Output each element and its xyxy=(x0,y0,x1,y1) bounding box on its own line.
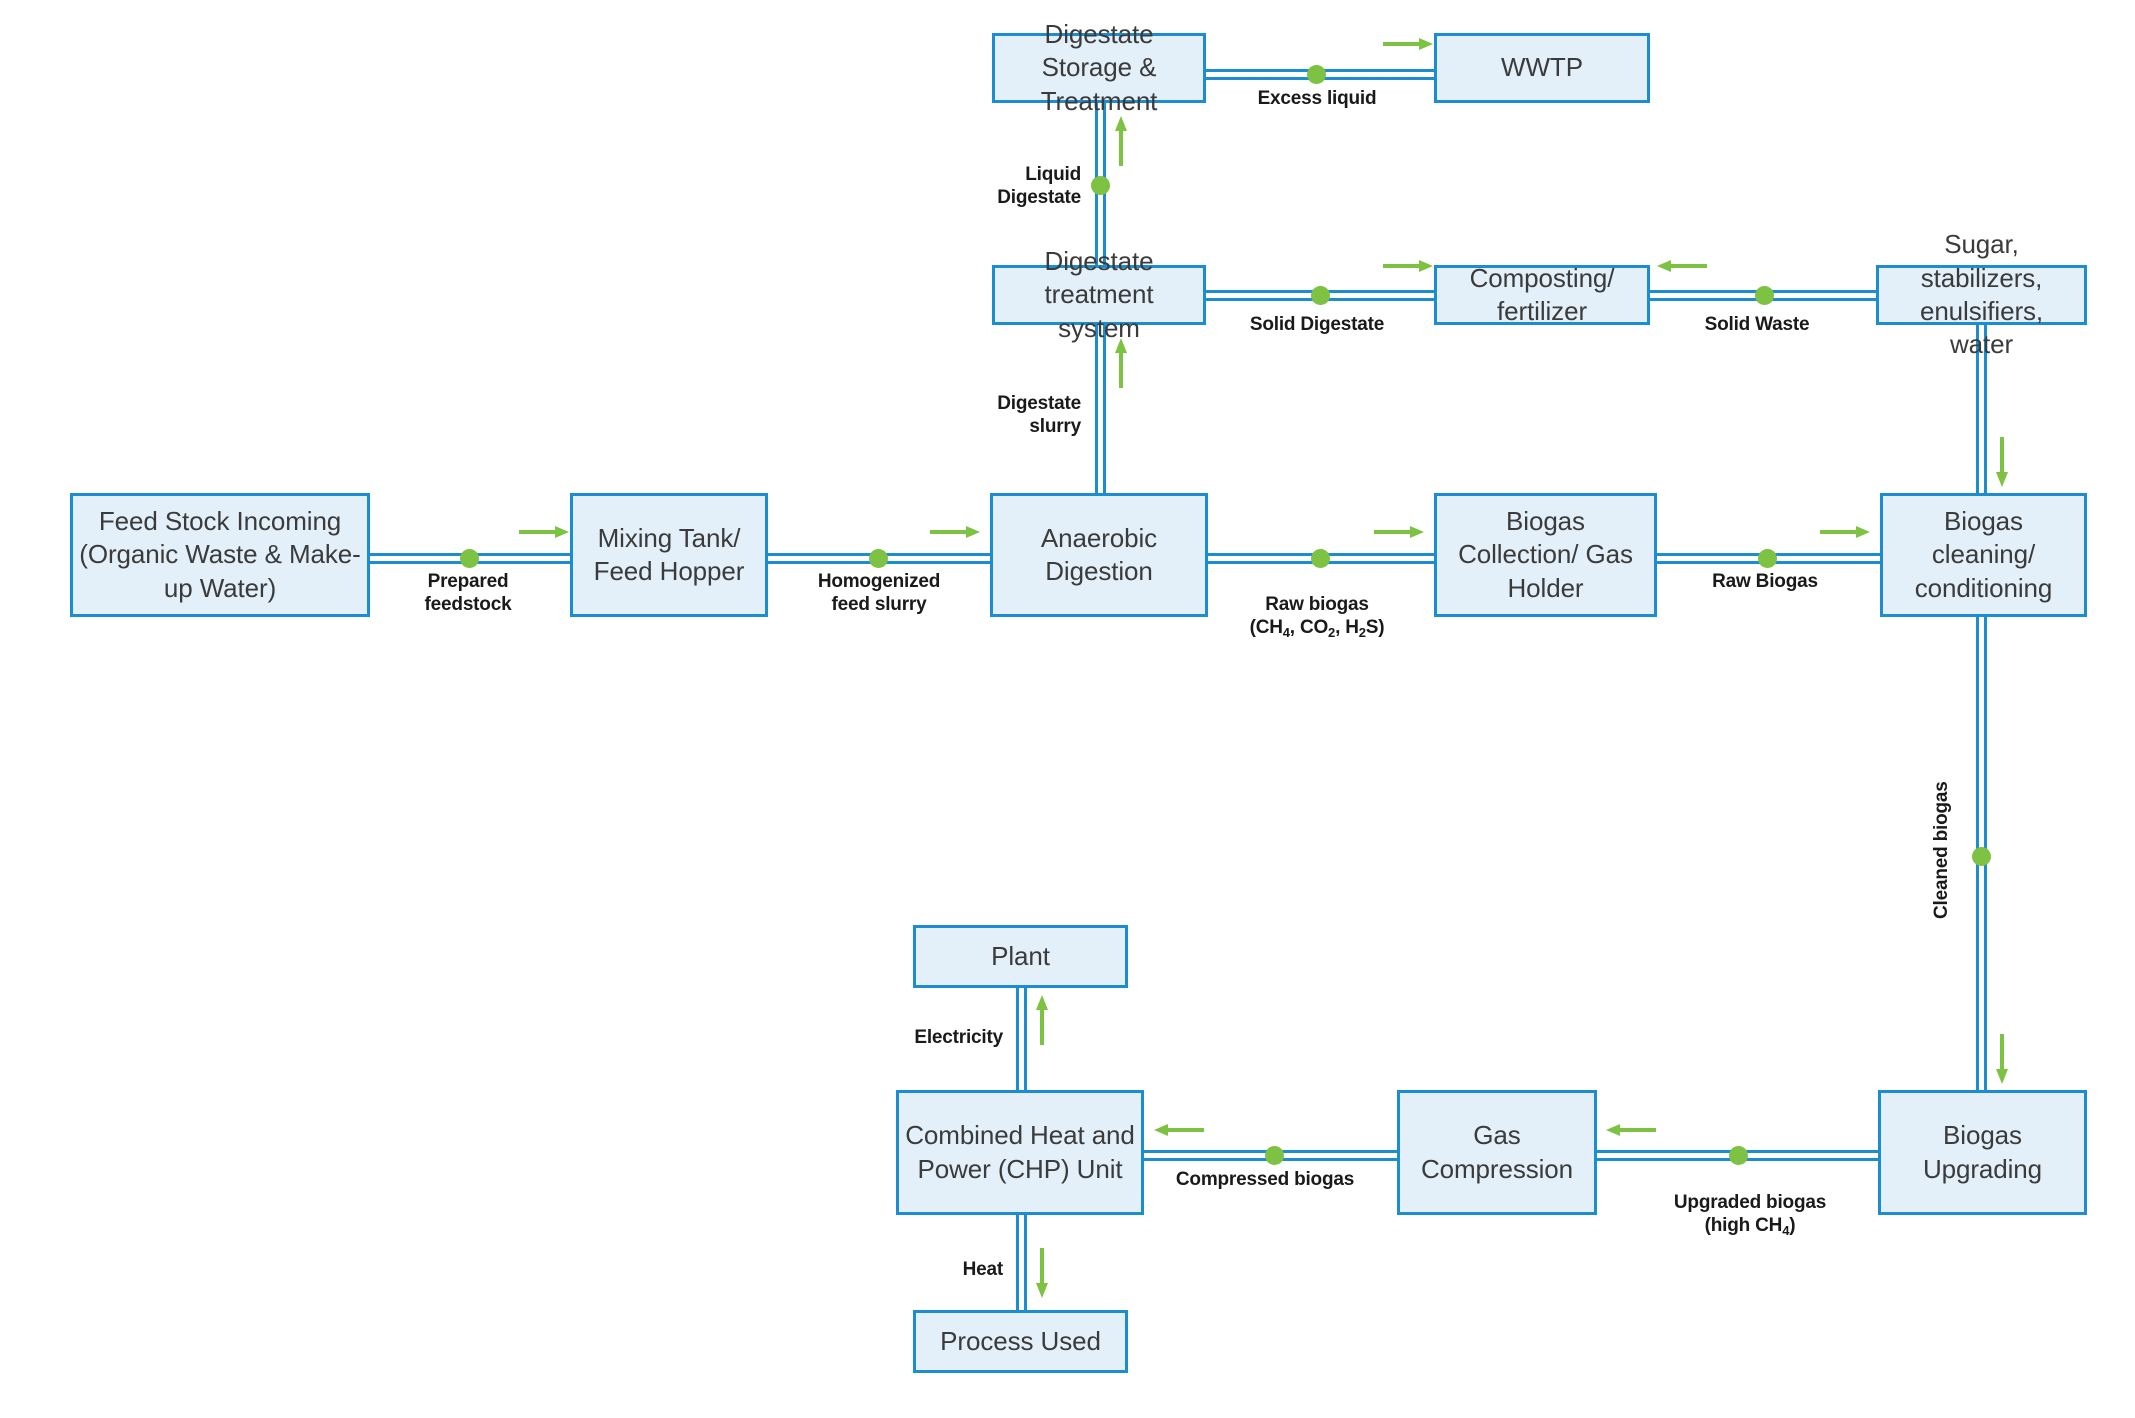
flow-dot-upgraded-biogas xyxy=(1729,1146,1748,1165)
node-label: Gas Compression xyxy=(1420,1120,1574,1184)
arrow-right-excess-liquid xyxy=(1381,33,1435,55)
node-mixing-tank[interactable]: Mixing Tank/ Feed Hopper xyxy=(570,493,768,617)
flow-dot-solid-waste xyxy=(1755,286,1774,305)
node-biogas-cleaning[interactable]: Biogas cleaning/ conditioning xyxy=(1880,493,2087,617)
node-process-used[interactable]: Process Used xyxy=(913,1310,1128,1373)
edge-label-heat: Heat xyxy=(962,1259,1004,1280)
node-label: Sugar, stabilizers, enulsifiers, water xyxy=(1919,229,2044,360)
edge-label-excess-liquid: Excess liquid xyxy=(1257,88,1377,109)
edge-label-line1: Raw biogas xyxy=(1265,594,1369,616)
node-label: Biogas Upgrading xyxy=(1922,1120,2043,1184)
flow-dot-prepared-feedstock xyxy=(460,549,479,568)
edge-label-liquid-digestate: Liquid Digestate xyxy=(997,164,1081,209)
node-label: WWTP xyxy=(1501,52,1583,83)
node-label: Composting/ fertilizer xyxy=(1469,262,1615,326)
flow-dot-raw-biogas-gases xyxy=(1311,549,1330,568)
node-feedstock[interactable]: Feed Stock Incoming (Organic Waste & Mak… xyxy=(70,493,370,617)
edge-label-prepared-feedstock: Prepared feedstock xyxy=(424,571,512,616)
node-label: Biogas Collection/ Gas Holder xyxy=(1458,506,1633,603)
flow-dot-excess-liquid xyxy=(1307,65,1326,84)
pipe-heat xyxy=(1016,1200,1027,1342)
node-composting[interactable]: Composting/ fertilizer xyxy=(1434,263,1650,326)
edge-label-solid-digestate: Solid Digestate xyxy=(1249,314,1385,335)
node-chp-unit[interactable]: Combined Heat and Power (CHP) Unit xyxy=(896,1090,1144,1215)
edge-label-digestate-slurry: Digestate slurry xyxy=(997,393,1081,438)
node-digestate-treatment[interactable]: Digestate treatment system xyxy=(992,246,1206,343)
arrow-left-compressed-biogas xyxy=(1152,1119,1206,1141)
arrow-right-prepared-feedstock xyxy=(517,521,571,543)
node-anaerobic-digestion[interactable]: Anaerobic Digestion xyxy=(990,493,1208,617)
edge-label-line2: (high CH4) xyxy=(1704,1215,1796,1239)
node-label: Plant xyxy=(991,940,1050,971)
edge-label-line1: Upgraded biogas xyxy=(1673,1192,1827,1214)
arrow-down-cleaned-biogas xyxy=(1991,1032,2013,1086)
arrow-right-homogenized-slurry xyxy=(928,521,982,543)
arrow-right-raw-biogas-gases xyxy=(1372,521,1426,543)
arrow-down-heat xyxy=(1031,1246,1053,1300)
flow-dot-cleaned-biogas xyxy=(1972,847,1991,866)
edge-label-upgraded-biogas: Upgraded biogas (high CH4) xyxy=(1640,1168,1860,1238)
edge-label-raw-biogas: Raw Biogas xyxy=(1712,571,1818,592)
node-biogas-upgrading[interactable]: Biogas Upgrading xyxy=(1878,1090,2087,1215)
node-plant[interactable]: Plant xyxy=(913,925,1128,988)
edge-label-line2: (CH4, CO2, H2S) xyxy=(1249,617,1385,641)
node-digestate-storage[interactable]: Digestate Storage & Treatment xyxy=(992,19,1206,116)
arrow-up-electricity xyxy=(1031,993,1053,1047)
node-biogas-collection[interactable]: Biogas Collection/ Gas Holder xyxy=(1434,493,1657,617)
node-label: Combined Heat and Power (CHP) Unit xyxy=(905,1120,1135,1184)
pipe-electricity xyxy=(1016,955,1027,1100)
edge-label-solid-waste: Solid Waste xyxy=(1704,314,1810,335)
arrow-right-solid-digestate xyxy=(1381,255,1435,277)
edge-label-compressed-biogas: Compressed biogas xyxy=(1175,1169,1355,1190)
node-label: Process Used xyxy=(940,1325,1101,1356)
pipe-digestate-slurry xyxy=(1095,324,1106,498)
arrow-left-solid-waste xyxy=(1655,255,1709,277)
pipe-additive-feed xyxy=(1976,320,1987,496)
node-gas-compression[interactable]: Gas Compression xyxy=(1397,1090,1597,1215)
node-label: Digestate Storage & Treatment xyxy=(1040,19,1158,116)
arrow-up-digestate-slurry xyxy=(1110,336,1132,390)
arrow-right-raw-biogas xyxy=(1818,521,1872,543)
node-label: Digestate treatment system xyxy=(1044,246,1154,343)
edge-label-homogenized-feed-slurry: Homogenized feed slurry xyxy=(817,571,941,616)
node-label: Biogas cleaning/ conditioning xyxy=(1914,506,2053,603)
flow-dot-homogenized-slurry xyxy=(869,549,888,568)
node-label: Mixing Tank/ Feed Hopper xyxy=(593,522,745,586)
node-wwtp[interactable]: WWTP xyxy=(1434,33,1650,103)
node-label: Feed Stock Incoming (Organic Waste & Mak… xyxy=(79,506,361,603)
arrow-up-liquid-digestate xyxy=(1110,114,1132,168)
flow-dot-compressed-biogas xyxy=(1265,1146,1284,1165)
arrow-left-upgraded-biogas xyxy=(1604,1119,1658,1141)
flow-dot-liquid-digestate xyxy=(1091,176,1110,195)
node-additives[interactable]: Sugar, stabilizers, enulsifiers, water xyxy=(1876,229,2087,359)
flow-dot-solid-digestate xyxy=(1311,286,1330,305)
edge-label-cleaned-biogas: Cleaned biogas xyxy=(1931,781,1952,919)
edge-label-electricity: Electricity xyxy=(914,1027,1003,1048)
node-label: Anaerobic Digestion xyxy=(1040,522,1158,586)
flow-dot-raw-biogas xyxy=(1758,549,1777,568)
edge-label-raw-biogas-gases: Raw biogas (CH4, CO2, H2S) xyxy=(1222,570,1412,640)
arrow-down-additive-feed xyxy=(1991,435,2013,489)
